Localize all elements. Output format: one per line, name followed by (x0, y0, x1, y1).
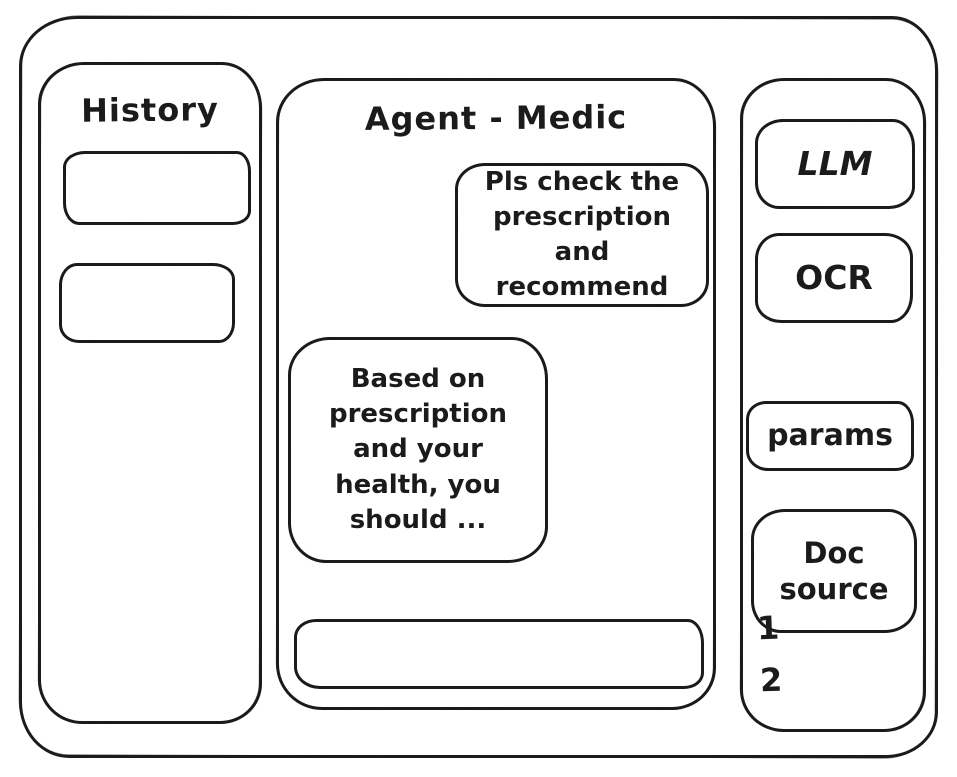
user-message-bubble: Pls check the prescription and recommend (455, 163, 709, 307)
assistant-message-bubble: Based on prescription and your health, y… (288, 337, 548, 563)
history-item[interactable] (59, 263, 235, 343)
doc-source-item-2: 2 (759, 660, 783, 700)
doc-source-button[interactable]: Doc source (751, 509, 917, 633)
assistant-message-text: Based on prescription and your health, y… (328, 364, 507, 535)
app-window-frame (19, 16, 938, 758)
tools-sidebar: LLM OCR params Doc source 1 2 (740, 78, 926, 732)
history-item[interactable] (63, 151, 251, 225)
llm-button[interactable]: LLM (755, 119, 915, 209)
doc-source-item-1: 1 (756, 608, 780, 648)
history-title: History (80, 90, 220, 130)
params-button[interactable]: params (746, 401, 914, 471)
chat-title: Agent - Medic (364, 98, 628, 138)
ocr-button[interactable]: OCR (755, 233, 913, 323)
chat-panel: Agent - Medic Pls check the prescription… (276, 78, 716, 710)
message-input[interactable] (294, 619, 704, 689)
user-message-text: Pls check the prescription and recommend (484, 166, 680, 303)
history-sidebar: History (38, 62, 262, 724)
